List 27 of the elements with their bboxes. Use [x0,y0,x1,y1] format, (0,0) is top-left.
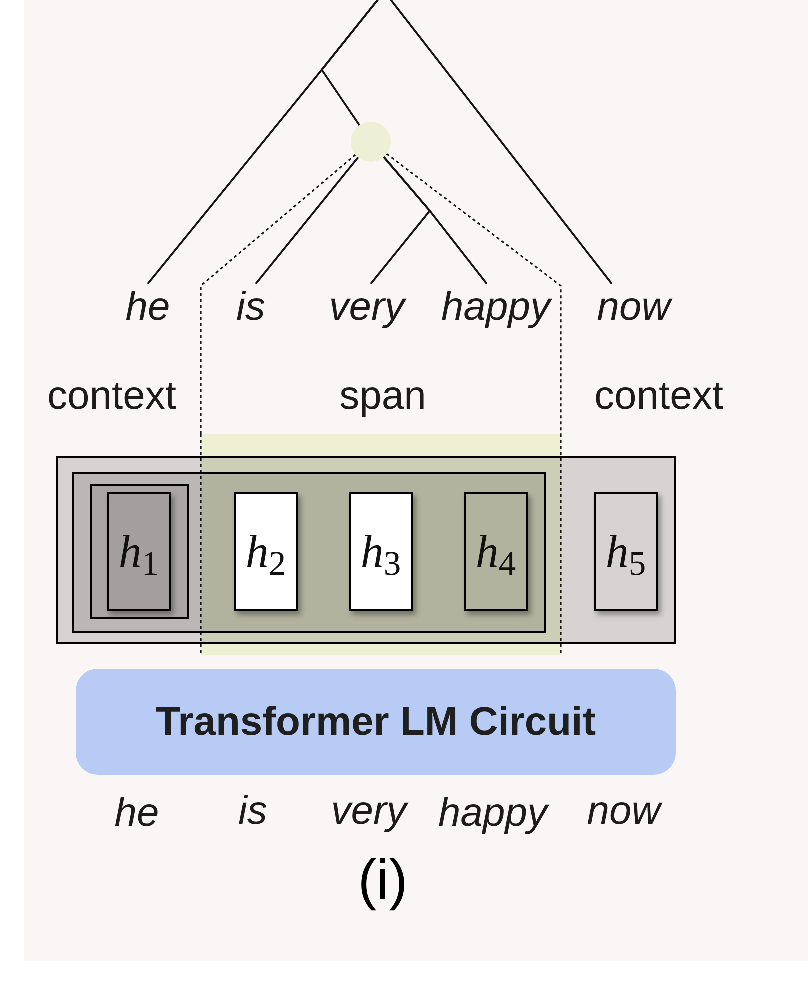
input-word: very [331,788,407,834]
hidden-state-box: h$_{4}$ [464,492,528,611]
region-label: span [340,373,426,419]
dotted-line [386,153,562,434]
panel-caption: (i) [358,848,408,912]
hidden-state-box: h$_{1}$ [107,492,171,611]
word-label: very [329,284,405,330]
input-word: he [114,790,160,836]
tree-branch [383,156,488,285]
word-label: now [597,284,671,330]
tree-branch [321,0,379,126]
input-word: now [587,788,661,834]
hidden-state-box: h$_{3}$ [349,492,413,611]
region-label: context [594,373,724,419]
tree-branch [255,156,360,285]
input-word: is [238,788,268,834]
input-word: happy [438,790,548,836]
region-label: context [48,373,176,419]
model-block: Transformer LM Circuit [76,669,676,775]
dotted-line [200,154,356,434]
inner-frame [90,484,189,619]
word-label: happy [442,284,550,330]
tree-branch [390,0,613,285]
hidden-state-box: h$_{2}$ [234,492,298,611]
word-label: is [236,284,266,330]
word-label: he [126,284,170,330]
hidden-state-box: h$_{5}$ [594,492,658,611]
